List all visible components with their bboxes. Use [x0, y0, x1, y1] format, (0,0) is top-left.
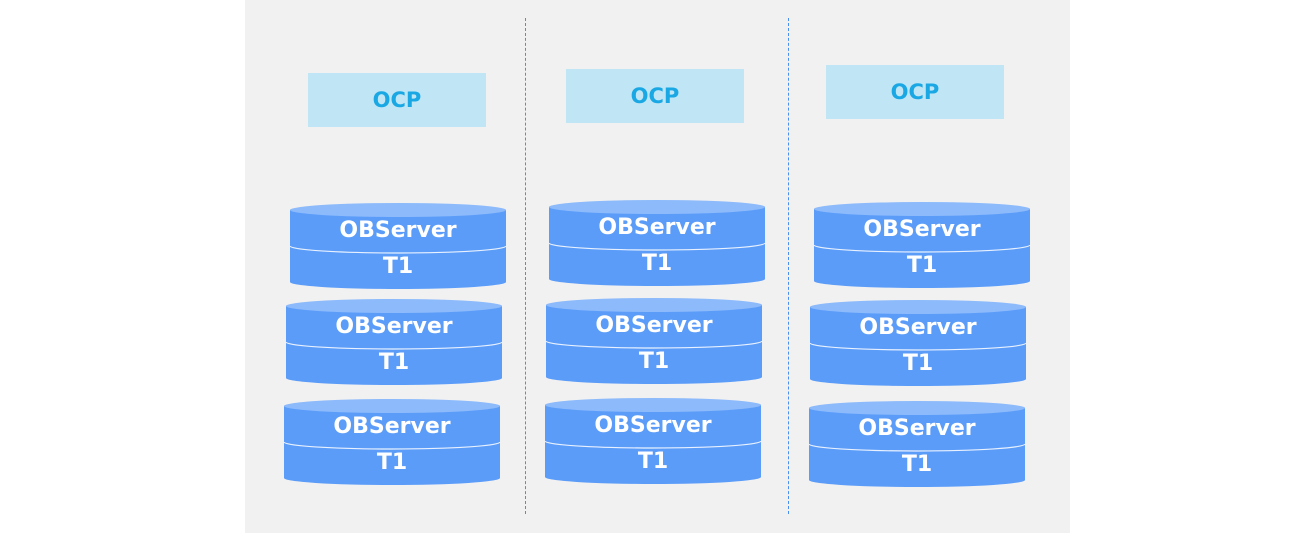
ocp-box: OCP — [826, 65, 1004, 119]
ocp-box: OCP — [566, 69, 744, 123]
observer-cylinder: OBServer T1 — [546, 297, 762, 385]
observer-cylinder: OBServer T1 — [290, 202, 506, 290]
cylinder-seam — [810, 342, 1026, 351]
cylinder-body — [809, 408, 1025, 487]
cylinder-top — [286, 299, 502, 313]
cylinder-seam — [284, 441, 500, 450]
zone-divider — [525, 18, 526, 514]
tenant-label: T1 — [902, 351, 934, 376]
cylinder-seam — [286, 341, 502, 350]
cylinder-top — [809, 401, 1025, 415]
cylinder-top — [546, 298, 762, 312]
tenant-label: T1 — [641, 251, 673, 276]
diagram-canvas: OCP OBServer T1 OBServer T1 OBServer T1 … — [245, 0, 1070, 533]
cylinder-top — [545, 398, 761, 412]
observer-label: OBServer — [859, 315, 977, 340]
cylinder-top — [290, 203, 506, 217]
tenant-label: T1 — [382, 254, 414, 279]
observer-cylinder: OBServer T1 — [809, 400, 1025, 488]
tenant-label: T1 — [638, 349, 670, 374]
observer-label: OBServer — [863, 217, 981, 242]
cylinder-body — [810, 307, 1026, 386]
zone-divider — [788, 18, 789, 514]
cylinder-seam — [290, 245, 506, 254]
ocp-box: OCP — [308, 73, 486, 127]
observer-label: OBServer — [333, 414, 451, 439]
cylinder-top — [814, 202, 1030, 216]
cylinder-top — [284, 399, 500, 413]
observer-label: OBServer — [858, 416, 976, 441]
tenant-label: T1 — [901, 452, 933, 477]
cylinder-body — [546, 305, 762, 384]
observer-cylinder: OBServer T1 — [545, 397, 761, 485]
cylinder-seam — [545, 440, 761, 449]
cylinder-body — [286, 306, 502, 385]
observer-label: OBServer — [339, 218, 457, 243]
observer-label: OBServer — [594, 413, 712, 438]
observer-label: OBServer — [335, 314, 453, 339]
tenant-label: T1 — [378, 350, 410, 375]
cylinder-seam — [814, 244, 1030, 253]
observer-cylinder: OBServer T1 — [549, 199, 765, 287]
cylinder-seam — [546, 340, 762, 349]
cylinder-body — [284, 406, 500, 485]
cylinder-body — [545, 405, 761, 484]
observer-cylinder: OBServer T1 — [814, 201, 1030, 289]
tenant-label: T1 — [637, 449, 669, 474]
observer-cylinder: OBServer T1 — [286, 298, 502, 386]
cylinder-top — [810, 300, 1026, 314]
observer-label: OBServer — [598, 215, 716, 240]
observer-cylinder: OBServer T1 — [284, 398, 500, 486]
observer-label: OBServer — [595, 313, 713, 338]
cylinder-top — [549, 200, 765, 214]
observer-cylinder: OBServer T1 — [810, 299, 1026, 387]
cylinder-body — [290, 210, 506, 289]
cylinder-seam — [809, 443, 1025, 452]
cylinder-body — [549, 207, 765, 286]
cylinder-body — [814, 209, 1030, 288]
cylinder-seam — [549, 242, 765, 251]
tenant-label: T1 — [906, 253, 938, 278]
tenant-label: T1 — [376, 450, 408, 475]
